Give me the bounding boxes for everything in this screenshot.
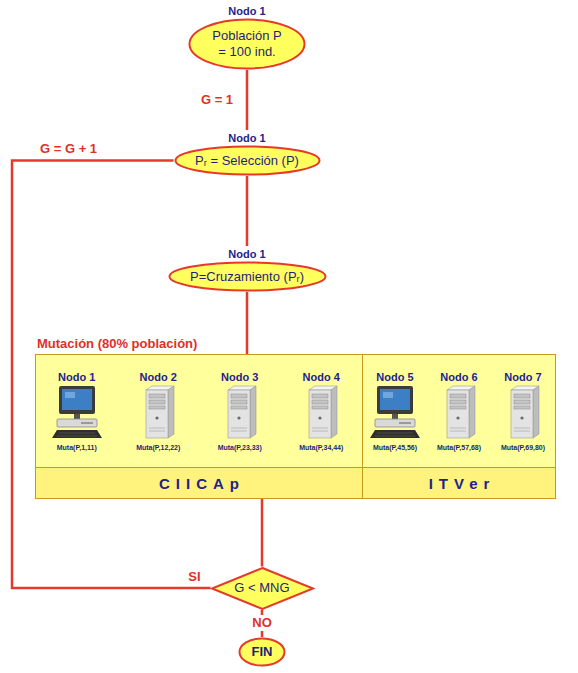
ellipse-outline	[169, 263, 325, 291]
node-heading: Nodo 1	[228, 131, 265, 145]
computer-node: Nodo 6 Muta(P,57,68)	[427, 355, 491, 467]
ellipse-shape: Pᵣ = Selección (P)	[174, 145, 321, 176]
node-heading: Nodo 7	[504, 370, 541, 384]
ellipse-shape: Población P = 100 ind.	[188, 18, 306, 70]
node-text: G < MNG	[234, 580, 289, 596]
node-heading: Nodo 5	[376, 370, 413, 384]
decision-diamond: G < MNG	[211, 567, 314, 610]
edge-label: G = 1	[201, 92, 233, 108]
mutation-band: Mutación (80% población) Nodo 1 Muta(P,1,1…	[35, 336, 556, 499]
computer-node: Nodo 2 Muta(P,12,22)	[118, 355, 200, 467]
tower-icon	[137, 384, 179, 440]
tower-icon	[438, 384, 480, 440]
group-heading: Mutación (80% población)	[35, 336, 556, 352]
edge-label: SI	[188, 569, 200, 585]
ellipse-outline	[190, 20, 305, 69]
process-ellipse: Nodo 1 Pᵣ = Selección (P)	[174, 131, 321, 176]
mutation-call: Muta(P,34,44)	[299, 443, 343, 452]
process-ellipse: Nodo 1 Población P = 100 ind.	[188, 4, 306, 70]
process-ellipse: Nodo 1 P=Cruzamiento (Pᵣ)	[168, 247, 327, 292]
mutation-call: Muta(P,23,33)	[218, 443, 262, 452]
diamond-outline	[212, 568, 313, 609]
tower-icon	[300, 384, 342, 440]
node-text: P=Cruzamiento (Pᵣ)	[190, 269, 304, 285]
connector	[246, 70, 249, 130]
computer-node: Nodo 1 Muta(P,1,11)	[36, 355, 118, 467]
node-heading: Nodo 1	[228, 4, 265, 18]
node-heading: Nodo 1	[58, 370, 95, 384]
band-box: Nodo 1Muta(P,1,11)Nodo 2Muta(P,12,22)Nod…	[35, 354, 556, 499]
computer-node: Nodo 3 Muta(P,23,33)	[199, 355, 281, 467]
site-name: CIICAp	[153, 475, 245, 492]
computer-node: Nodo 4 Muta(P,34,44)	[281, 355, 363, 467]
loop-label: G = G + 1	[40, 141, 97, 157]
mutation-call: Muta(P,57,68)	[437, 443, 481, 452]
site-panel: Nodo 5Muta(P,45,56)Nodo 6Muta(P,57,68)No…	[363, 355, 555, 498]
node-text: Pᵣ = Selección (P)	[195, 153, 299, 169]
site-panel: Nodo 1Muta(P,1,11)Nodo 2Muta(P,12,22)Nod…	[36, 355, 363, 498]
connector	[246, 176, 249, 246]
mutation-call: Muta(P,12,22)	[136, 443, 180, 452]
diamond-shape: G < MNG	[211, 567, 314, 610]
desktop-icon	[369, 384, 421, 440]
edge-label: NO	[250, 615, 274, 631]
terminal-ellipse: FIN	[238, 637, 286, 667]
node-text: Población P = 100 ind.	[207, 28, 287, 60]
node-heading: Nodo 4	[303, 370, 340, 384]
ellipse-outline	[240, 639, 285, 666]
mutation-call: Muta(P,69,80)	[501, 443, 545, 452]
node-heading: Nodo 6	[440, 370, 477, 384]
tower-icon	[219, 384, 261, 440]
ellipse-outline	[175, 147, 319, 175]
site-strip: CIICAp	[36, 467, 362, 498]
ellipse-shape: FIN	[238, 637, 286, 667]
mutation-call: Muta(P,45,56)	[373, 443, 417, 452]
node-heading: Nodo 1	[228, 247, 265, 261]
node-heading: Nodo 2	[140, 370, 177, 384]
computer-row: Nodo 5Muta(P,45,56)Nodo 6Muta(P,57,68)No…	[363, 355, 555, 467]
node-heading: Nodo 3	[221, 370, 258, 384]
tower-icon	[502, 384, 544, 440]
ellipse-shape: P=Cruzamiento (Pᵣ)	[168, 261, 327, 292]
connector	[261, 499, 264, 567]
connector	[246, 292, 249, 354]
site-name: ITVer	[423, 475, 496, 492]
mutation-call: Muta(P,1,11)	[57, 443, 97, 452]
computer-node: Nodo 5 Muta(P,45,56)	[363, 355, 427, 467]
site-strip: ITVer	[363, 467, 555, 498]
node-text: FIN	[252, 644, 273, 660]
computer-node: Nodo 7 Muta(P,69,80)	[491, 355, 555, 467]
desktop-icon	[51, 384, 103, 440]
computer-row: Nodo 1Muta(P,1,11)Nodo 2Muta(P,12,22)Nod…	[36, 355, 362, 467]
